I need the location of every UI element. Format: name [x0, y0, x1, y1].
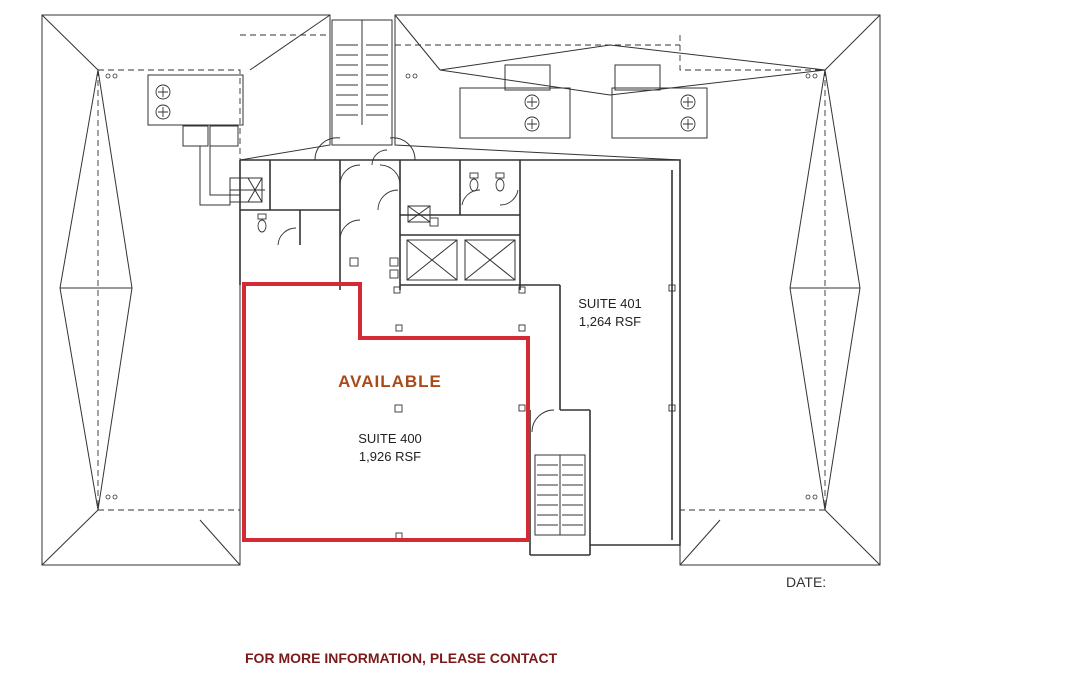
elevator-1: [406, 239, 458, 281]
suite-400-area: 1,926 RSF: [358, 449, 422, 464]
roof-left: [41, 14, 331, 566]
elevator-2: [464, 239, 516, 281]
date-label: DATE:: [786, 574, 827, 590]
suite-401-label: SUITE 401 1,264 RSF: [555, 295, 665, 331]
hvac-unit-right: [611, 87, 708, 139]
available-label: AVAILABLE: [338, 372, 442, 391]
suite-401-area: 1,264 RSF: [578, 314, 642, 329]
suite-400-name: SUITE 400: [358, 431, 422, 446]
suite-400-highlight: [242, 282, 530, 542]
suite-401-name: SUITE 401: [578, 296, 642, 311]
roof-right: [394, 14, 881, 566]
contact-text: FOR MORE INFORMATION, PLEASE CONTACT: [245, 650, 558, 666]
suite-400-label: SUITE 400 1,926 RSF: [335, 430, 445, 466]
hvac-unit-left: [147, 74, 244, 126]
